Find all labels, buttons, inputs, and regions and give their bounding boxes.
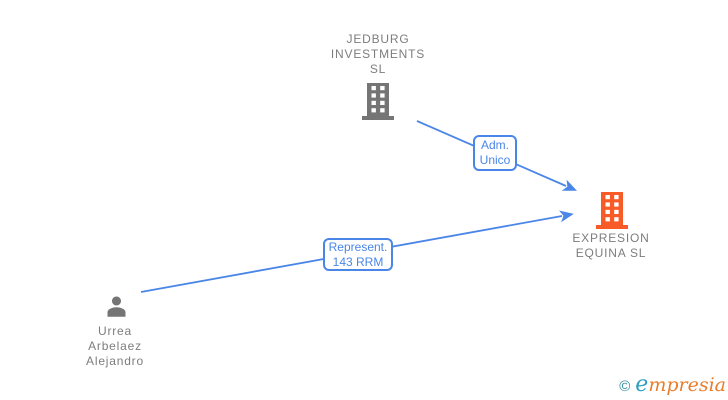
wordmark-initial: e xyxy=(635,372,649,397)
copyright-icon: © xyxy=(619,378,631,395)
node-label-jedburg-investments-sl[interactable]: JEDBURG INVESTMENTS SL xyxy=(303,32,453,77)
node-label-line: JEDBURG xyxy=(346,32,410,46)
edge-label-line: Represent. xyxy=(328,239,388,254)
node-label-urrea-arbelaez-alejandro[interactable]: Urrea Arbelaez Alejandro xyxy=(50,324,180,369)
node-label-line: Alejandro xyxy=(86,354,144,368)
node-label-line: EQUINA SL xyxy=(575,246,647,260)
edge-label-line: Unico xyxy=(479,153,511,167)
company-building-icon[interactable] xyxy=(362,83,394,125)
node-label-line: INVESTMENTS xyxy=(330,47,426,61)
company-building-icon[interactable] xyxy=(596,192,628,234)
empresia-wordmark: empresia xyxy=(635,372,726,397)
node-label-line: Arbelaez xyxy=(88,339,142,353)
edge-label-represent-143-rrm[interactable]: Represent. 143 RRM xyxy=(323,238,393,271)
node-label-line: EXPRESION xyxy=(572,231,650,245)
node-label-expresion-equina-sl[interactable]: EXPRESION EQUINA SL xyxy=(536,231,686,261)
edge-label-line: 143 RRM xyxy=(332,254,384,269)
person-icon[interactable] xyxy=(103,291,130,325)
wordmark-rest: mpresia xyxy=(648,374,726,396)
edge-label-adm-unico[interactable]: Adm. Unico xyxy=(473,135,517,171)
empresia-logo[interactable]: © empresia xyxy=(619,372,726,397)
node-label-line: Urrea xyxy=(97,324,132,338)
node-label-line: SL xyxy=(369,62,387,76)
edge-label-line: Adm. xyxy=(480,138,509,152)
